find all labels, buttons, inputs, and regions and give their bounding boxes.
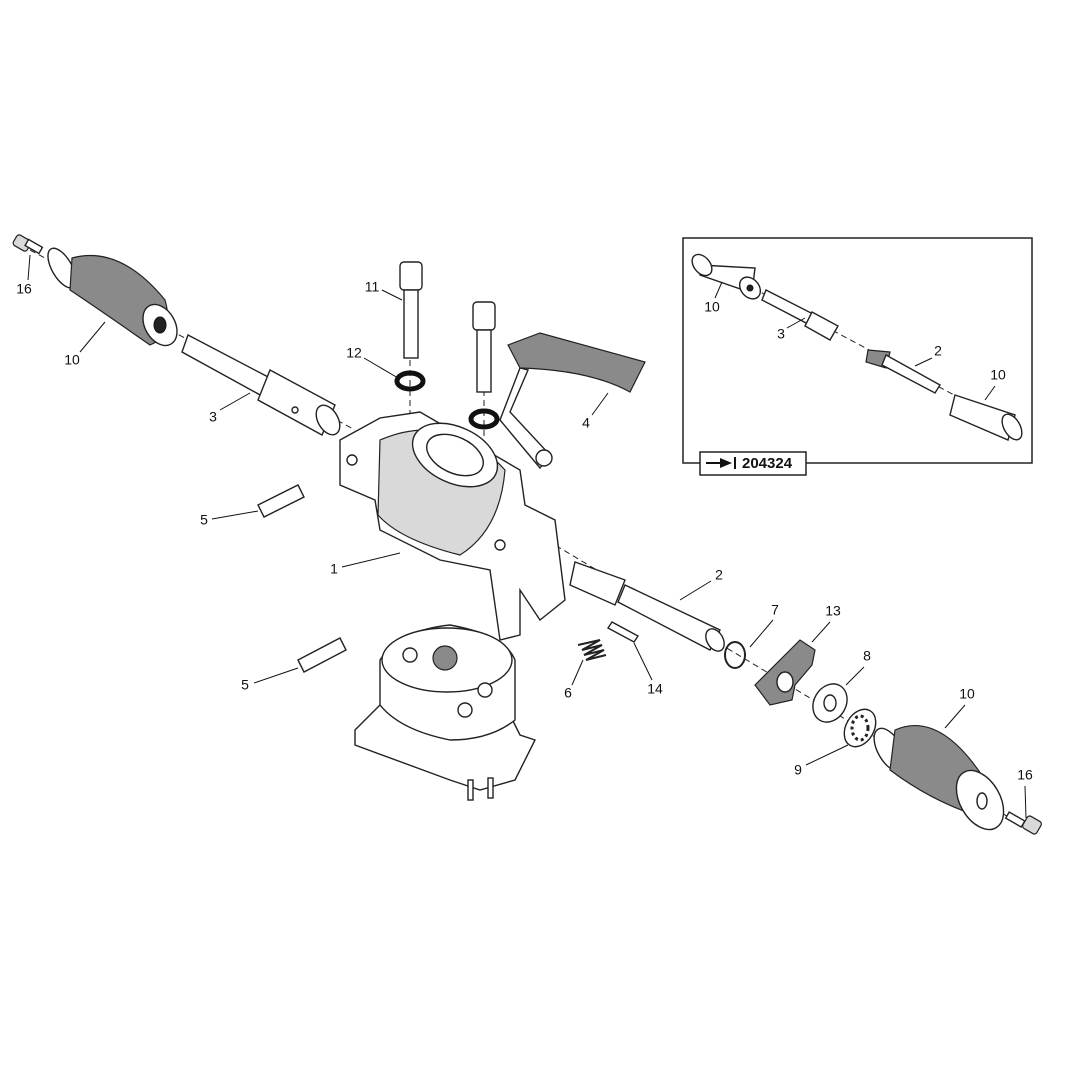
callout-label: 2: [715, 567, 723, 583]
part-cam-13: [754, 639, 816, 706]
part-pin-14: [606, 621, 640, 643]
callout-label: 14: [647, 681, 663, 697]
reference-tag: 204324: [699, 451, 807, 476]
callout-label: 3: [209, 409, 217, 425]
inset-callout-label: 10: [990, 367, 1006, 383]
callout-label: 16: [16, 281, 32, 297]
arrow-to-bar-icon: [706, 457, 736, 469]
part-base-assembly: [354, 624, 536, 801]
inset-callout-label: 3: [777, 326, 785, 342]
reference-number: 204324: [742, 455, 793, 472]
callout-label: 5: [241, 677, 249, 693]
part-handle-grip-10: [47, 247, 178, 347]
part-washer-8: [812, 683, 848, 723]
callout-label: 4: [582, 415, 590, 431]
callout-label: 13: [825, 603, 841, 619]
callout-label: 7: [771, 602, 779, 618]
part-spring-6: [577, 639, 607, 661]
part-washer-12: [394, 370, 500, 430]
part-shaft-2: [569, 561, 725, 652]
callout-label: 8: [863, 648, 871, 664]
callout-label: 10: [959, 686, 975, 702]
part-pin-5: [257, 484, 347, 673]
part-bolt-11: [399, 261, 496, 393]
callout-label: 10: [64, 352, 80, 368]
part-handle-grip-10: [873, 725, 1005, 831]
callout-label: 12: [346, 345, 362, 361]
callout-label: 11: [365, 279, 380, 295]
callout-label: 9: [794, 762, 802, 778]
part-lever-4: [499, 332, 646, 470]
part-bearing-9: [843, 708, 877, 748]
part-retaining-ring-7: [724, 641, 746, 669]
part-shaft-3: [181, 334, 341, 436]
part-screw-16: [12, 234, 44, 255]
inset-callout-label: 2: [934, 343, 942, 359]
part-screw-16: [1004, 811, 1042, 835]
inset-detail-box: [682, 237, 1033, 464]
callout-label: 6: [564, 685, 572, 701]
inset-callout-label: 10: [704, 299, 720, 315]
callout-leaders: [27, 254, 1027, 819]
part-housing-1: [339, 411, 566, 641]
callout-label: 1: [330, 561, 338, 577]
callout-label: 16: [1017, 767, 1033, 783]
callout-label: 5: [200, 512, 208, 528]
